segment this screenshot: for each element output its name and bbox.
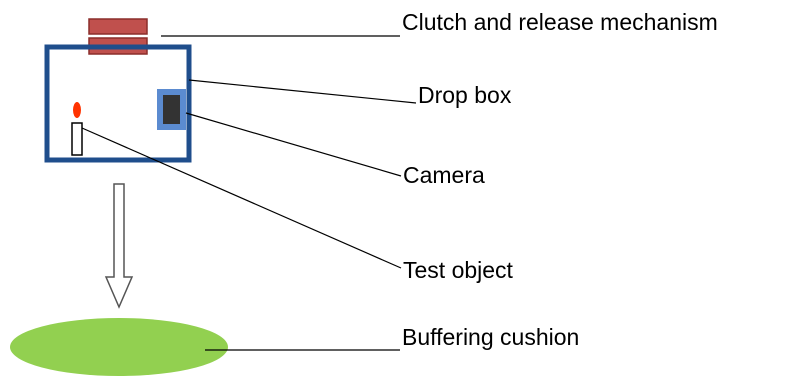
label-buffering-cushion: Buffering cushion <box>402 324 580 350</box>
label-drop-box: Drop box <box>418 82 512 108</box>
leader-line-drop-box <box>188 79 417 104</box>
flame-icon <box>73 102 81 118</box>
leader-line-camera <box>185 112 402 177</box>
camera-body <box>163 95 180 124</box>
buffering-cushion <box>10 318 228 376</box>
leader-line-test-object <box>81 127 402 269</box>
candle <box>71 122 83 156</box>
clutch-block-top <box>88 18 148 35</box>
label-test-object: Test object <box>403 257 513 283</box>
label-camera: Camera <box>403 162 485 188</box>
camera <box>157 89 186 130</box>
drop-box <box>44 44 192 163</box>
test-object <box>71 102 83 156</box>
label-clutch-mechanism: Clutch and release mechanism <box>402 9 718 35</box>
down-arrow-icon <box>104 183 134 309</box>
leader-lines <box>81 35 417 351</box>
